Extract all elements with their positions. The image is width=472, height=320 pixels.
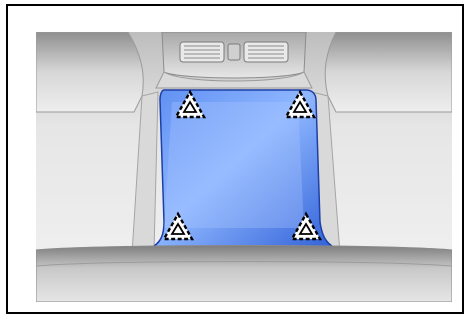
left-air-vent — [180, 42, 224, 62]
floor-panel-illustration — [36, 32, 452, 302]
right-seat — [325, 32, 452, 112]
figure-frame — [6, 4, 464, 314]
front-seat-back — [36, 246, 452, 303]
right-air-vent — [244, 42, 288, 62]
left-seat — [36, 32, 143, 112]
